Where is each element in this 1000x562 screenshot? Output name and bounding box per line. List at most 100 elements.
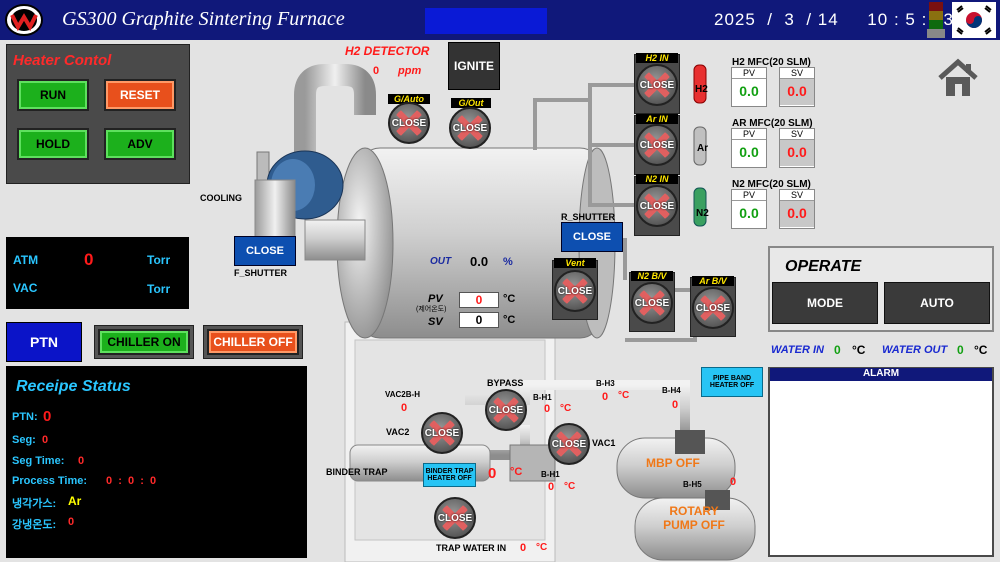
- recipe-cooling-temp-label: 강냉온도:: [12, 519, 57, 531]
- g-auto-valve[interactable]: CLOSE: [388, 102, 430, 144]
- recipe-seg-label: Seg:: [12, 434, 36, 446]
- hold-button[interactable]: HOLD: [17, 128, 89, 160]
- signal-tower-icon: [927, 2, 945, 38]
- b-h5-value: 0: [730, 476, 737, 488]
- ar-mfc-title: AR MFC(20 SLM): [732, 118, 813, 129]
- recipe-seg-value: 0: [42, 434, 49, 446]
- f-shutter-button[interactable]: CLOSE: [234, 236, 296, 266]
- pv-label: PV: [428, 293, 443, 305]
- recipe-status-panel: [6, 366, 307, 558]
- water-in-label: WATER IN: [771, 344, 824, 356]
- sv-unit: °C: [503, 314, 516, 326]
- water-in-value: 0: [834, 343, 841, 357]
- sv-label: SV: [428, 316, 443, 328]
- atm-value: 0: [84, 250, 94, 269]
- vac-unit: Torr: [147, 282, 171, 296]
- vac2b-h-label: VAC2B-H: [385, 390, 420, 399]
- mode-button[interactable]: MODE: [772, 282, 878, 324]
- vac2-tag: VAC2: [386, 427, 410, 437]
- cooling-label: COOLING: [200, 193, 242, 203]
- water-out-value: 0: [957, 343, 964, 357]
- n2-mfc-title: N2 MFC(20 SLM): [732, 179, 811, 190]
- h2-detector-unit: ppm: [398, 65, 422, 77]
- b-h3-value: 0: [602, 391, 609, 403]
- binder-trap-value: 0: [488, 465, 497, 482]
- b-h1b-label: B-H1: [541, 470, 560, 479]
- n2-in-valve[interactable]: CLOSE: [636, 185, 678, 227]
- chiller-off-button[interactable]: CHILLER OFF: [207, 329, 299, 355]
- ar-bv-valve[interactable]: CLOSE: [692, 287, 734, 329]
- pv-value: 0: [459, 292, 499, 308]
- b-h1b-unit: °C: [564, 481, 576, 492]
- adv-button[interactable]: ADV: [104, 128, 176, 160]
- reset-button[interactable]: RESET: [104, 79, 176, 111]
- out-value: 0.0: [470, 254, 489, 269]
- binder-trap-label: BINDER TRAP: [326, 467, 388, 477]
- title-status-box: [425, 8, 547, 34]
- binder-trap-heater-button[interactable]: BINDER TRAP HEATER OFF: [423, 463, 476, 487]
- auto-button[interactable]: AUTO: [884, 282, 990, 324]
- recipe-seg-time-label: Seg Time:: [12, 455, 65, 467]
- b-h4-label: B-H4: [662, 386, 681, 395]
- g-out-valve[interactable]: CLOSE: [449, 107, 491, 149]
- vac-label: VAC: [13, 281, 38, 295]
- run-button[interactable]: RUN: [17, 79, 89, 111]
- pipe-band-heater-button[interactable]: PIPE BAND HEATER OFF: [701, 367, 763, 397]
- heater-control-panel: [6, 44, 190, 184]
- b-h1-unit: °C: [560, 403, 572, 414]
- b-h1-label: B-H1: [533, 393, 552, 402]
- vac1-valve[interactable]: CLOSE: [548, 423, 590, 465]
- sv-value[interactable]: 0: [459, 312, 499, 328]
- trap-water-valve[interactable]: CLOSE: [434, 497, 476, 539]
- alarm-title: ALARM: [770, 368, 992, 381]
- b-h1b-value: 0: [548, 481, 555, 493]
- h2-gas-label: H2: [695, 84, 708, 95]
- h2-detector-label: H2 DETECTOR: [345, 44, 430, 58]
- water-in-unit: °C: [852, 343, 866, 357]
- korea-flag-icon[interactable]: [952, 2, 996, 38]
- water-out-unit: °C: [974, 343, 988, 357]
- ar-in-tag: Ar IN: [636, 114, 678, 124]
- company-logo: [5, 4, 43, 36]
- furnace-diagram: [254, 64, 756, 562]
- home-icon[interactable]: [936, 58, 980, 98]
- recipe-process-time-value: 0 : 0 : 0: [106, 475, 157, 487]
- pv-unit: °C: [503, 293, 516, 305]
- rotary-pump-status[interactable]: ROTARY PUMP OFF: [663, 504, 725, 532]
- bypass-valve[interactable]: CLOSE: [485, 389, 527, 431]
- n2-bv-valve[interactable]: CLOSE: [631, 282, 673, 324]
- recipe-process-time-label: Process Time:: [12, 475, 88, 487]
- h2-mfc-title: H2 MFC(20 SLM): [732, 57, 811, 68]
- h2-in-tag: H2 IN: [636, 53, 678, 63]
- pressure-panel: [6, 237, 189, 309]
- vac1-tag: VAC1: [592, 438, 616, 448]
- ptn-button[interactable]: PTN: [6, 322, 82, 362]
- b-h1-value: 0: [544, 403, 551, 415]
- h2-in-valve[interactable]: CLOSE: [636, 64, 678, 106]
- vac2b-h-value: 0: [401, 402, 408, 414]
- ar-in-valve[interactable]: CLOSE: [636, 124, 678, 166]
- recipe-ptn-value: 0: [43, 408, 52, 425]
- out-label: OUT: [430, 256, 452, 267]
- g-auto-tag: G/Auto: [388, 94, 430, 104]
- mbp-status[interactable]: MBP OFF: [646, 456, 700, 470]
- vac2-valve[interactable]: CLOSE: [421, 412, 463, 454]
- atm-unit: Torr: [147, 253, 171, 267]
- ignite-button[interactable]: IGNITE: [448, 42, 500, 90]
- n2-gas-label: N2: [696, 208, 709, 219]
- alarm-panel[interactable]: [768, 367, 994, 557]
- recipe-status-title: Receipe Status: [16, 378, 131, 395]
- water-out-label: WATER OUT: [882, 344, 948, 356]
- vent-valve[interactable]: CLOSE: [554, 270, 596, 312]
- atm-label: ATM: [13, 253, 39, 267]
- r-shutter-button[interactable]: CLOSE: [561, 222, 623, 252]
- chiller-on-button[interactable]: CHILLER ON: [98, 329, 190, 355]
- recipe-cooling-temp-value: 0: [68, 516, 75, 528]
- ar-gas-label: Ar: [697, 143, 709, 154]
- app-title: GS300 Graphite Sintering Furnace: [62, 8, 345, 30]
